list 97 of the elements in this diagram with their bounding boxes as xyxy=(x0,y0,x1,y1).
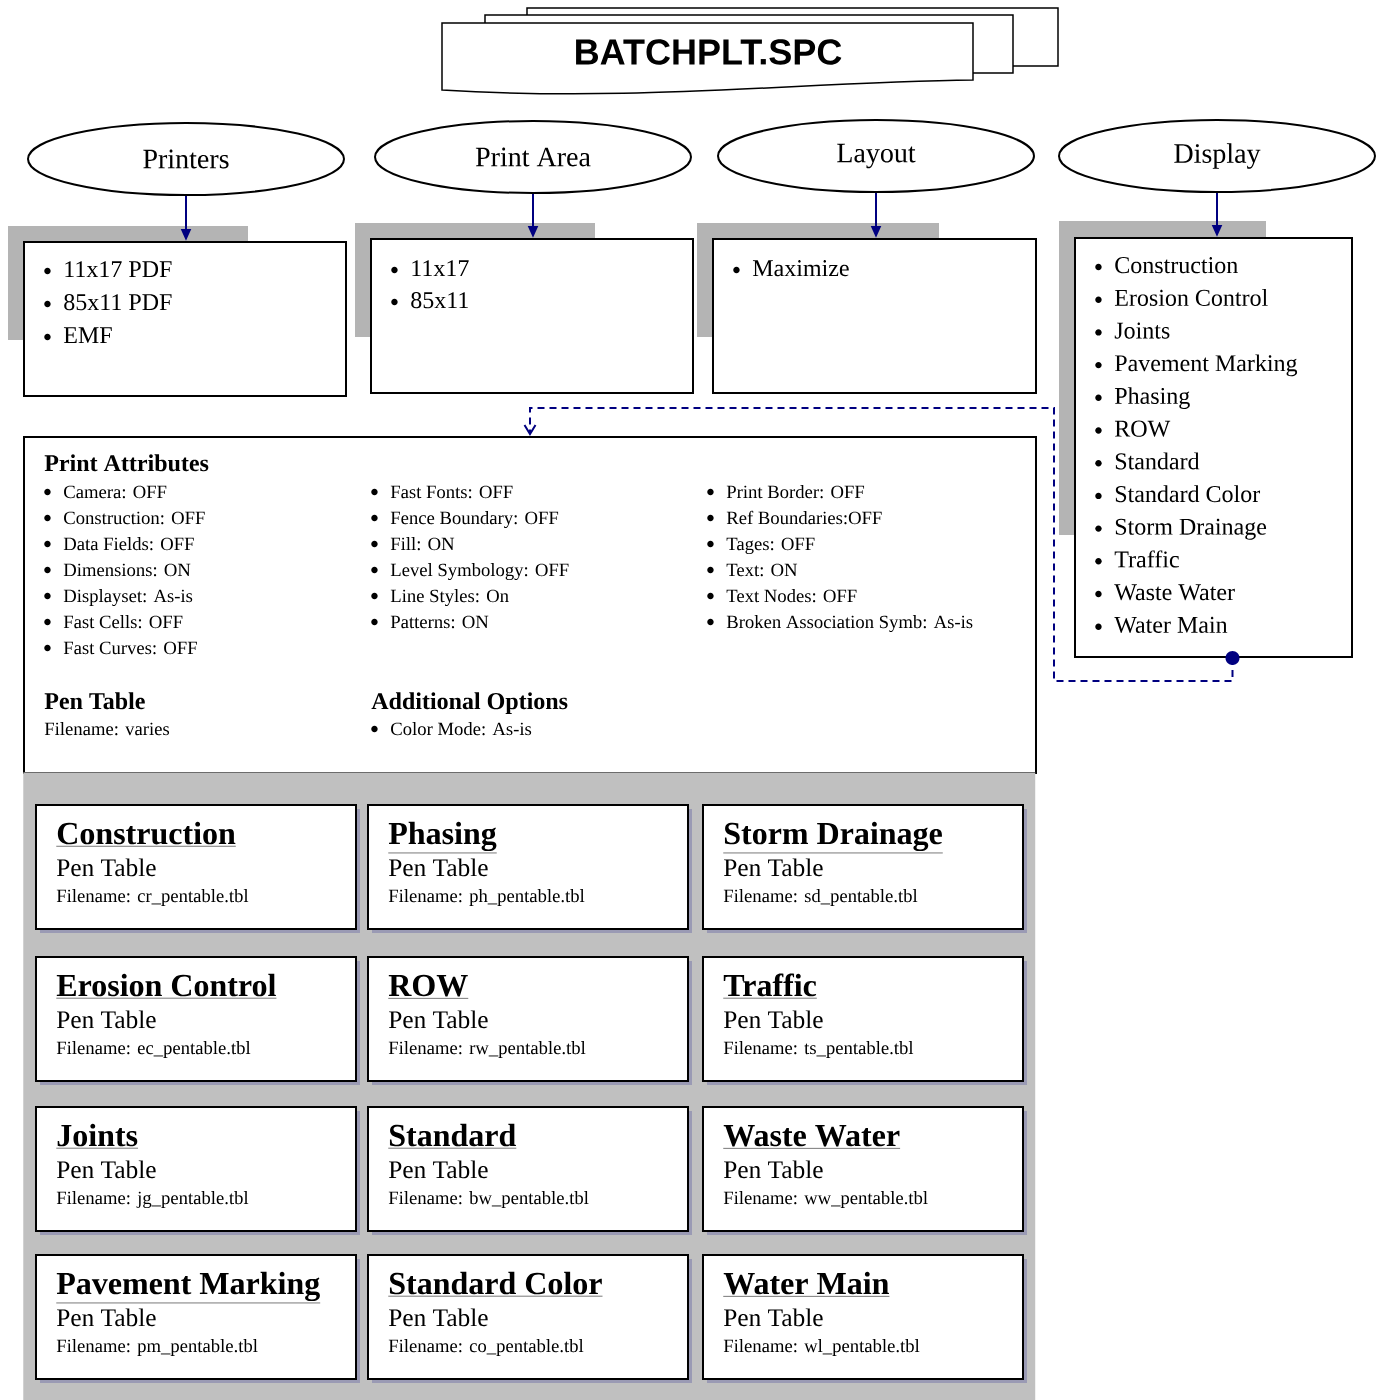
filename-text: Filename: wl_pentable.tbl xyxy=(723,1339,920,1356)
card xyxy=(702,1106,1027,1235)
list-item: Fill: ON xyxy=(371,537,455,551)
card xyxy=(35,804,360,933)
list-item: Dimensions: ON xyxy=(44,563,191,577)
list-item: Construction xyxy=(1095,257,1238,274)
card-subtitle: Pen Table xyxy=(57,858,156,877)
list-item: ROW xyxy=(1095,420,1171,437)
filename-text: Filename: pm_pentable.tbl xyxy=(56,1339,258,1356)
settings-box xyxy=(23,436,1037,774)
filename-text: Filename: ts_pentable.tbl xyxy=(723,1041,914,1058)
card xyxy=(367,1254,692,1383)
document-stack: BATCHPLT.SPC xyxy=(441,7,1059,95)
card-subtitle: Pen Table xyxy=(724,1010,823,1029)
list-item: 11x17 PDF xyxy=(44,261,172,278)
list-item: 11x17 xyxy=(391,260,469,276)
list-box xyxy=(1059,221,1353,658)
card xyxy=(702,1254,1027,1383)
card-subtitle: Pen Table xyxy=(724,1308,823,1327)
list-item: 85x11 PDF xyxy=(44,294,172,311)
section-heading: Additional Options xyxy=(371,692,568,715)
list-item: Level Symbology: OFF xyxy=(371,563,569,581)
filename-text: Filename: ww_pentable.tbl xyxy=(723,1191,928,1208)
list-item: Text: ON xyxy=(707,563,798,577)
list-item: Waste Water xyxy=(1095,584,1235,601)
list-item: Fast Fonts: OFF xyxy=(371,485,513,499)
card-subtitle: Pen Table xyxy=(724,1160,823,1179)
card xyxy=(35,1106,360,1235)
filename-text: Filename: rw_pentable.tbl xyxy=(388,1041,586,1058)
list-item: Ref Boundaries:OFF xyxy=(707,510,882,525)
list-item: Displayset: As-is xyxy=(44,589,193,607)
card-title: Water Main xyxy=(723,1271,890,1297)
list-item: Standard Color xyxy=(1095,485,1260,503)
filename-text: Filename: ph_pentable.tbl xyxy=(388,889,585,906)
list-item: Fast Curves: OFF xyxy=(44,641,197,655)
card-subtitle: Pen Table xyxy=(389,1308,488,1327)
card-title: Pavement Marking xyxy=(56,1271,321,1304)
filename-text: Filename: bw_pentable.tbl xyxy=(388,1191,589,1208)
list-item: Maximize xyxy=(733,260,849,277)
list-box xyxy=(355,223,694,394)
list-item: 85x11 xyxy=(391,292,468,309)
card xyxy=(702,804,1027,933)
list-item: Color Mode: As-is xyxy=(371,722,532,736)
card-subtitle: Pen Table xyxy=(57,1160,156,1179)
list-item: EMF xyxy=(44,327,112,343)
list-item: Text Nodes: OFF xyxy=(707,589,857,603)
list-item: Standard xyxy=(1095,452,1200,470)
card-subtitle: Pen Table xyxy=(389,858,488,877)
list-item: Traffic xyxy=(1095,550,1179,568)
card xyxy=(35,956,360,1085)
card-title: Traffic xyxy=(723,973,818,999)
list-item: Fence Boundary: OFF xyxy=(371,511,559,529)
list-box xyxy=(8,226,347,397)
filename-text: Filename: cr_pentable.tbl xyxy=(56,889,249,906)
list-item: Erosion Control xyxy=(1095,289,1268,306)
list-item: Storm Drainage xyxy=(1095,518,1267,540)
section-heading: Print Attributes xyxy=(44,454,209,472)
card xyxy=(367,956,692,1085)
card-title: ROW xyxy=(388,974,469,999)
card xyxy=(367,1106,692,1235)
list-item: Broken Association Symb: As-is xyxy=(707,615,973,633)
list-item: Water Main xyxy=(1095,616,1228,634)
list-item: Line Styles: On xyxy=(371,589,509,607)
filename-text: Filename: co_pentable.tbl xyxy=(388,1339,584,1356)
card-subtitle: Pen Table xyxy=(389,1160,488,1179)
filename-text: Filename: jg_pentable.tbl xyxy=(56,1191,249,1209)
list-item: Joints xyxy=(1095,322,1170,339)
card-subtitle: Pen Table xyxy=(724,858,823,877)
card-title: Standard xyxy=(388,1123,517,1149)
list-item: Pavement Marking xyxy=(1095,354,1298,377)
setting-text: Filename: varies xyxy=(44,722,170,736)
card-subtitle: Pen Table xyxy=(57,1308,156,1327)
list-item: Data Fields: OFF xyxy=(44,537,194,551)
list-box xyxy=(697,223,1037,394)
filename-text: Filename: sd_pentable.tbl xyxy=(723,889,918,906)
card-title: Storm Drainage xyxy=(723,821,944,854)
card-title: Phasing xyxy=(388,821,497,854)
card xyxy=(367,804,692,933)
list-item: Print Border: OFF xyxy=(707,485,865,499)
card-title: Construction xyxy=(56,821,237,847)
list-item: Phasing xyxy=(1095,387,1190,409)
card xyxy=(702,956,1027,1085)
card-title: Standard Color xyxy=(388,1271,603,1297)
list-item: Fast Cells: OFF xyxy=(44,615,183,629)
card-subtitle: Pen Table xyxy=(57,1010,156,1029)
card xyxy=(35,1254,360,1383)
arrow xyxy=(523,407,1240,682)
filename-text: Filename: ec_pentable.tbl xyxy=(56,1041,251,1058)
card-subtitle: Pen Table xyxy=(389,1010,488,1029)
list-item: Construction: OFF xyxy=(44,511,205,525)
list-item: Camera: OFF xyxy=(44,485,167,499)
section-heading: Pen Table xyxy=(44,692,145,710)
card-title: Waste Water xyxy=(723,1125,901,1149)
card-title: Erosion Control xyxy=(56,973,277,999)
card-title: Joints xyxy=(56,1123,139,1149)
list-item: Patterns: ON xyxy=(371,615,489,629)
list-item: Tages: OFF xyxy=(707,537,815,555)
